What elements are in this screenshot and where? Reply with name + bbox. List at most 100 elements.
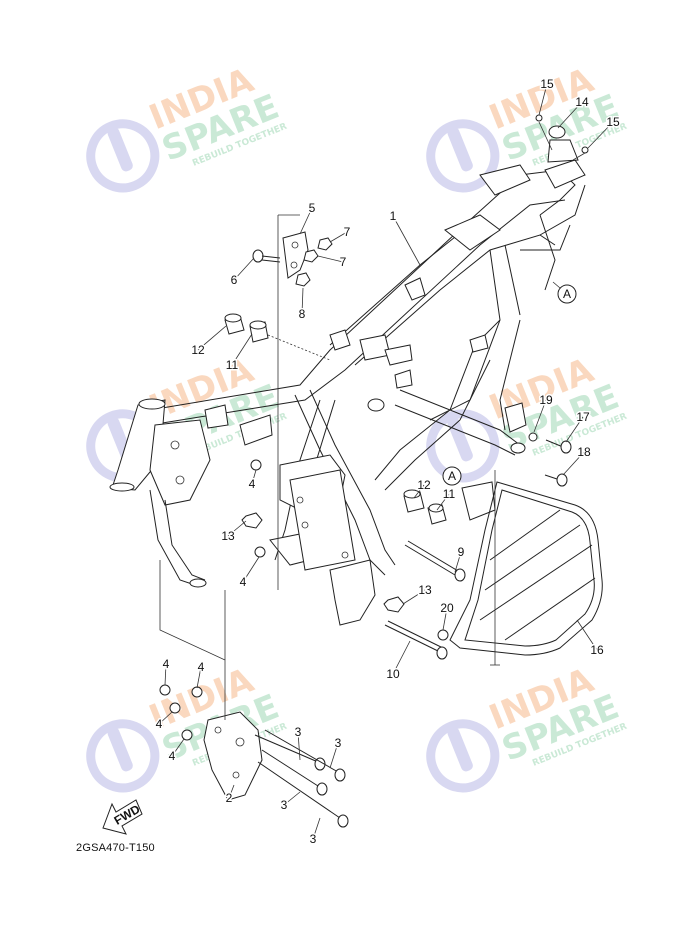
callout-c10: 10 [385,640,411,683]
leader-line-c18 [562,451,585,476]
callout-c11a: 11 [224,333,253,374]
callout-c18: 18 [562,444,592,476]
callout-label-c6: 6 [231,273,238,287]
leader-line-c17 [565,416,584,443]
part-code: 2GSA470-T150 [76,842,155,854]
callout-circle-cA1 [557,284,577,304]
fwd-arrow: FWD [102,799,143,835]
wrench-icon [447,127,473,172]
callout-c4f: 4 [167,738,185,765]
callout-label-c13a: 13 [221,529,235,543]
callout-label-c2: 2 [226,791,233,805]
nut-7-lower [303,249,319,263]
wrench-icon [107,727,133,772]
callout-layer: 151415157768A12111917184A121113491320161… [154,76,621,848]
bolts-3 [254,729,349,828]
callout-label-c7a: 7 [344,225,351,239]
assembly-guides [159,214,500,720]
callout-cA1: A [552,281,577,304]
callout-c5: 5 [299,200,317,235]
leader-line-c12a [197,325,227,351]
leader-line-c2 [228,784,235,799]
leader-line-c13b [402,589,426,605]
callout-label-c20: 20 [440,601,454,615]
leader-line-c13a [227,520,247,537]
bushing-11-upper [249,320,331,361]
callout-c6: 6 [229,257,255,289]
callout-label-c8: 8 [299,307,306,321]
callout-label-c4a: 4 [249,477,256,491]
callout-label-c18: 18 [577,445,591,459]
callout-c4b: 4 [238,556,260,591]
leader-line-c6 [233,257,255,281]
leader-line-c4e [158,711,173,725]
leader-line-c15a [538,83,548,116]
callout-c12a: 12 [190,325,227,359]
bolt-6 [252,249,281,263]
bushing-12-upper [224,313,245,335]
callout-c8: 8 [297,287,307,323]
callout-label-c14: 14 [575,95,589,109]
bracket-5 [252,231,333,287]
callout-c4e: 4 [154,711,173,733]
callout-c15b: 15 [587,114,621,149]
callout-label-c15a: 15 [540,77,554,91]
callout-c12b: 12 [413,477,432,499]
lower-bracket-2 [159,684,349,828]
leader-line-c3c [283,791,301,806]
watermark-logo-ring [426,119,500,193]
callout-circle-cA2 [442,466,462,486]
wrench-icon [447,727,473,772]
callout-c3d: 3 [308,817,321,848]
nut-7-upper [317,237,333,251]
callout-label-c4e: 4 [156,717,163,731]
callout-label-c9: 9 [458,545,465,559]
leader-line-c14 [557,101,583,129]
callout-label-c4d: 4 [198,660,205,674]
callout-cA2: A [442,466,462,486]
leader-line-c4b [242,556,260,583]
callout-c7b: 7 [317,254,348,271]
callout-label-cA2: A [448,469,456,483]
leader-line-c11b [436,493,450,511]
callout-c2: 2 [224,784,235,807]
callout-label-c3d: 3 [310,832,317,846]
callout-c9: 9 [454,544,466,573]
leader-line-c4c [164,663,167,686]
callout-label-c12b: 12 [417,478,431,492]
leader-line-c19 [533,399,547,433]
callout-c20: 20 [439,600,455,631]
callout-c4a: 4 [247,469,257,493]
leader-line-c4a [251,469,257,485]
callout-label-c4c: 4 [163,657,170,671]
leader-line-c4f [171,738,185,757]
leader-line-c15b [587,121,614,149]
callout-label-c11b: 11 [443,487,456,501]
callout-c1: 1 [388,208,421,266]
leader-line-c16 [576,619,598,651]
leader-line-c1 [392,215,421,266]
wrench-icon [107,127,133,172]
leader-line-c4d [196,666,202,689]
callout-c11b: 11 [436,486,457,511]
callout-c7a: 7 [329,224,352,243]
callout-label-c4f: 4 [169,749,176,763]
leader-line-c7a [329,231,348,243]
watermark-logo-ring [426,719,500,793]
callout-label-c1: 1 [390,209,397,223]
watermark-logo-ring [86,119,160,193]
callout-label-c3a: 3 [295,725,302,739]
callout-label-c17: 17 [576,410,590,424]
leader-line-c7b [317,255,344,263]
callout-label-c11a: 11 [226,358,239,372]
callout-c17: 17 [565,409,591,443]
watermark-logo-ring [86,719,160,793]
leader-line-c3d [312,817,321,840]
callout-c15a: 15 [538,76,555,116]
callout-label-c4b: 4 [240,575,247,589]
callout-label-c7b: 7 [340,255,347,269]
